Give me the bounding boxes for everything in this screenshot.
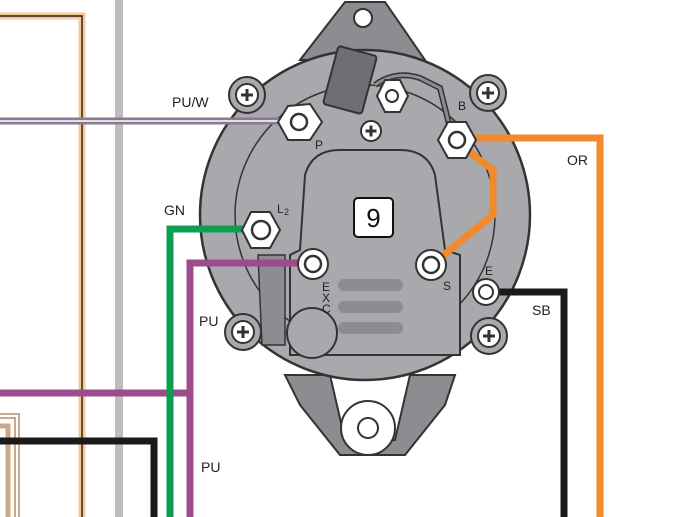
wire-gn	[166, 225, 250, 517]
number-badge: 9	[353, 197, 394, 238]
brush-holder	[322, 45, 453, 129]
badge-number: 9	[366, 203, 380, 233]
label-terminal-b: B	[458, 99, 466, 113]
left-wire-bundle	[0, 0, 190, 517]
slot	[338, 301, 403, 313]
terminal-s	[415, 249, 447, 281]
screw-icon	[235, 83, 259, 107]
brush-block	[322, 45, 378, 115]
top-mount-hole	[353, 8, 373, 28]
screw-icon	[477, 324, 501, 348]
label-gn: GN	[164, 202, 185, 218]
wire-sb	[492, 288, 568, 517]
label-terminal-exc-x: X	[322, 291, 330, 305]
tan-wire-core	[0, 15, 83, 517]
brush-wire-fill	[374, 73, 452, 129]
label-terminal-exc-c: C	[322, 302, 331, 316]
labels: PU/W GN PU PU OR SB P B L 2 E X C S E	[164, 94, 588, 475]
terminals	[240, 102, 500, 306]
label-pu-w: PU/W	[172, 94, 209, 110]
black-wire-left	[0, 437, 158, 517]
wire-or-jumper	[437, 142, 497, 261]
brush-nut-hole	[385, 89, 399, 103]
label-terminal-s: S	[443, 279, 451, 293]
terminal-exc	[297, 248, 329, 280]
terminal-l2	[240, 211, 282, 249]
wire-or	[465, 134, 604, 517]
slot	[338, 322, 403, 334]
label-terminal-l2: L	[277, 202, 284, 216]
label-terminal-p: P	[315, 138, 323, 152]
label-terminal-exc-e: E	[322, 280, 330, 294]
label-or: OR	[567, 152, 588, 168]
tan-wire-lower-2	[0, 423, 11, 517]
screws	[231, 81, 501, 348]
screw-icon	[231, 320, 255, 344]
regulator-plate	[289, 149, 461, 356]
label-terminal-l2-sub: 2	[284, 207, 289, 217]
bottom-mount-hole-inner	[357, 417, 379, 439]
label-pu-upper: PU	[199, 313, 218, 329]
bottom-mount-ear	[283, 374, 457, 456]
terminal-e	[472, 278, 500, 306]
screw-icon	[360, 120, 382, 142]
left-bracket	[257, 254, 286, 346]
tan-wire-lower-core	[0, 415, 18, 517]
cooling-slots	[338, 279, 403, 334]
label-pu-lower: PU	[201, 459, 220, 475]
label-sb: SB	[532, 302, 551, 318]
label-terminal-e: E	[485, 264, 493, 278]
slot	[338, 279, 403, 291]
screw-icon	[476, 81, 500, 105]
wire-pu	[186, 259, 305, 517]
connected-wires	[0, 117, 604, 517]
terminal-b	[436, 121, 478, 159]
terminal-p	[276, 102, 324, 141]
capacitor-boss	[286, 307, 338, 359]
corner-lobes	[224, 74, 508, 355]
